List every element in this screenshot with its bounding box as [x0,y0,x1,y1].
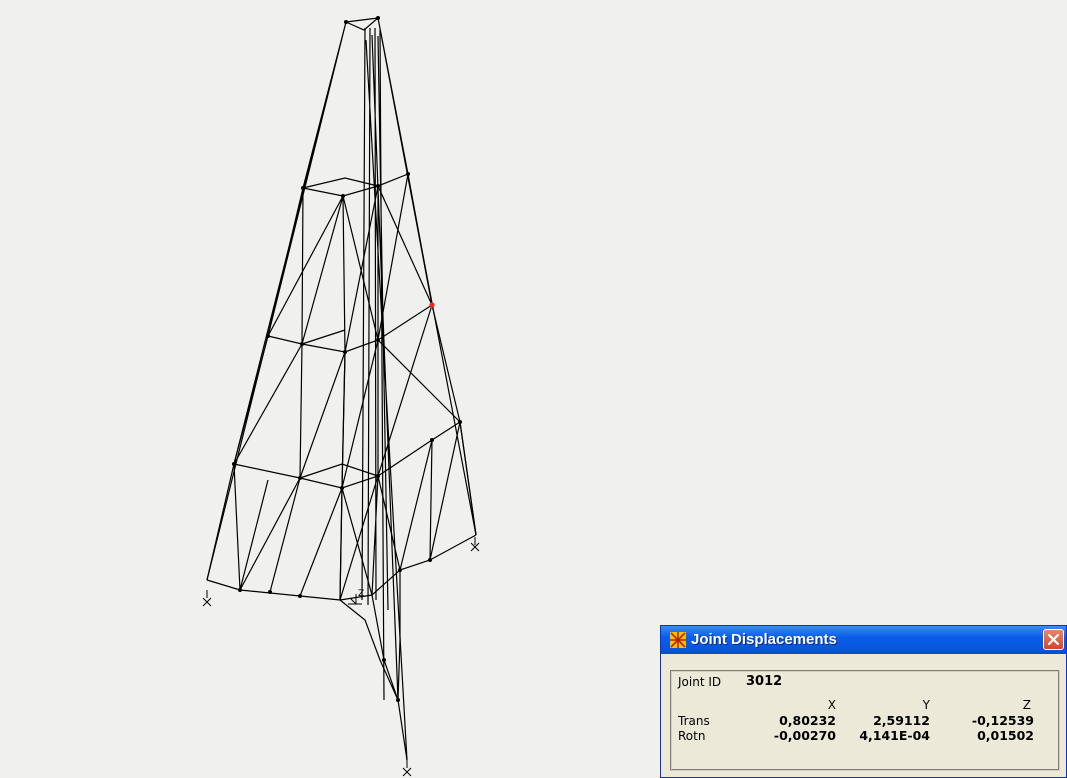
support-markers [202,537,480,777]
column-header-x: X [827,698,836,712]
axis-triad: Z [348,589,364,605]
axis-label-z: Z [358,589,364,599]
trans-x-value: 0,80232 [779,713,836,728]
sap-app-icon [670,632,686,648]
close-button[interactable] [1043,629,1064,650]
tower-member-diagonals[interactable] [206,173,477,761]
trans-y-value: 2,59112 [873,713,930,728]
rotn-z-value: 0,01502 [977,728,1034,743]
joint-id-value: 3012 [746,674,783,689]
row-label-rotn: Rotn [678,729,706,743]
dialog-title: Joint Displacements [691,631,837,648]
rotn-x-value: -0,00270 [773,728,836,743]
tower-member-core[interactable] [339,27,477,761]
selected-joint-marker[interactable] [429,302,435,308]
dialog-titlebar[interactable]: Joint Displacements [661,626,1066,654]
column-header-y: Y [922,698,930,712]
column-header-z: Z [1022,698,1031,712]
row-label-trans: Trans [678,714,710,728]
displacement-panel: Joint ID 3012 X Y Z Trans 0,80232 2,5911… [670,670,1060,771]
joint-id-label: Joint ID [678,675,722,689]
joint-displacements-dialog[interactable]: Joint Displacements Joint ID 3012 X Y Z … [660,625,1067,778]
rotn-y-value: 4,141E-04 [859,728,930,743]
trans-z-value: -0,12539 [971,713,1034,728]
joint-markers [232,16,462,702]
close-icon [1047,633,1060,646]
